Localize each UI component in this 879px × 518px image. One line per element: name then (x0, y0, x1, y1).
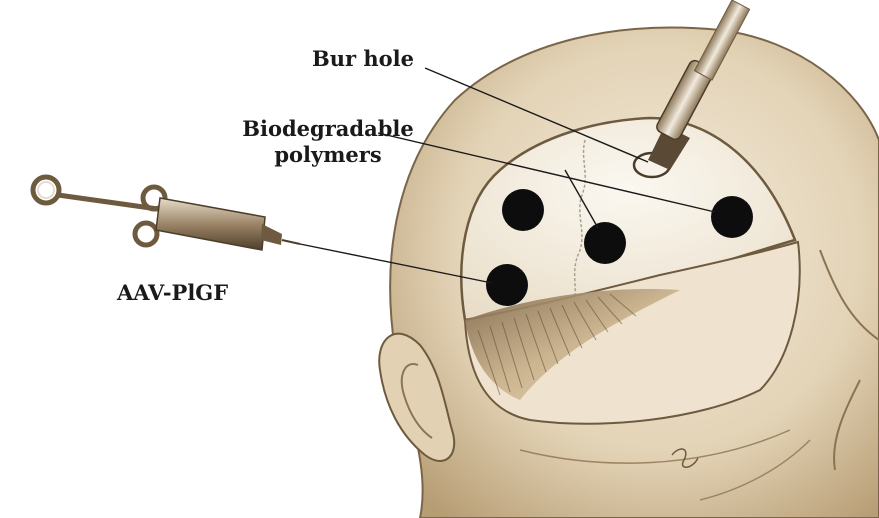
polymer-wafer-icon (584, 222, 626, 264)
polymer-wafer-icon (486, 264, 528, 306)
label-aav-plgf: AAV-PlGF (117, 280, 228, 306)
syringe-icon (33, 177, 300, 250)
label-bur-hole: Bur hole (312, 46, 414, 72)
polymer-wafer-icon (502, 189, 544, 231)
label-bio-line2: polymers (233, 142, 423, 168)
label-bio-line1: Biodegradable (233, 116, 423, 142)
label-biodegradable-polymers: Biodegradable polymers (233, 116, 423, 168)
polymer-wafer-icon (711, 196, 753, 238)
